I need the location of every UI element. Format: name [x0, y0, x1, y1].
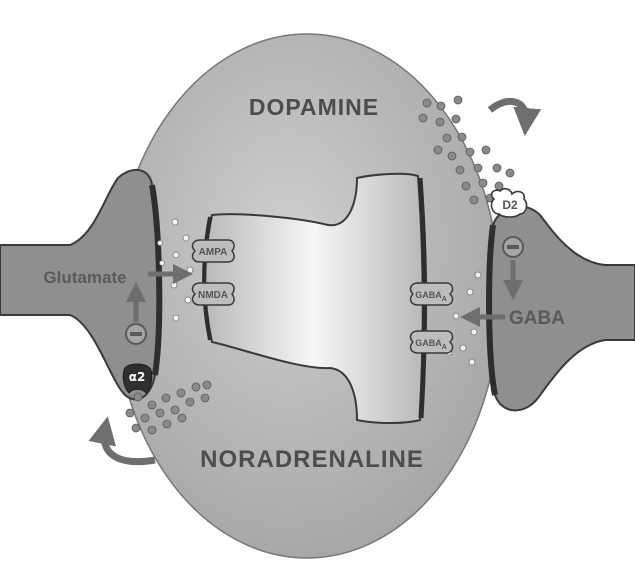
gaba-a-label-2: GABA: [415, 338, 442, 348]
alpha2-label: α2: [129, 370, 146, 384]
d2-label: D2: [502, 198, 518, 212]
gaba-a-subscript-2: A: [442, 344, 447, 351]
gaba-a-receptor-1: GABAA: [411, 283, 453, 305]
ampa-label: AMPA: [199, 247, 228, 258]
dopamine-label: DOPAMINE: [249, 94, 379, 120]
glutamate-label: Glutamate: [43, 268, 126, 287]
dopamine-curved-arrow: [490, 101, 526, 122]
noradrenaline-label: NORADRENALINE: [200, 446, 424, 473]
gaba-label: GABA: [509, 308, 565, 329]
inhibition-symbol-left: [126, 324, 146, 344]
ampa-receptor: AMPA: [193, 240, 235, 262]
gaba-a-label-1: GABA: [415, 290, 442, 300]
d2-receptor: D2: [492, 189, 527, 217]
nmda-label: NMDA: [198, 290, 228, 301]
inhibition-symbol-right: [503, 237, 523, 257]
alpha2-receptor: α2: [123, 364, 152, 393]
gaba-a-subscript-1: A: [442, 296, 447, 303]
gaba-a-receptor-2: GABAA: [411, 331, 453, 353]
nmda-receptor: NMDA: [193, 283, 235, 305]
